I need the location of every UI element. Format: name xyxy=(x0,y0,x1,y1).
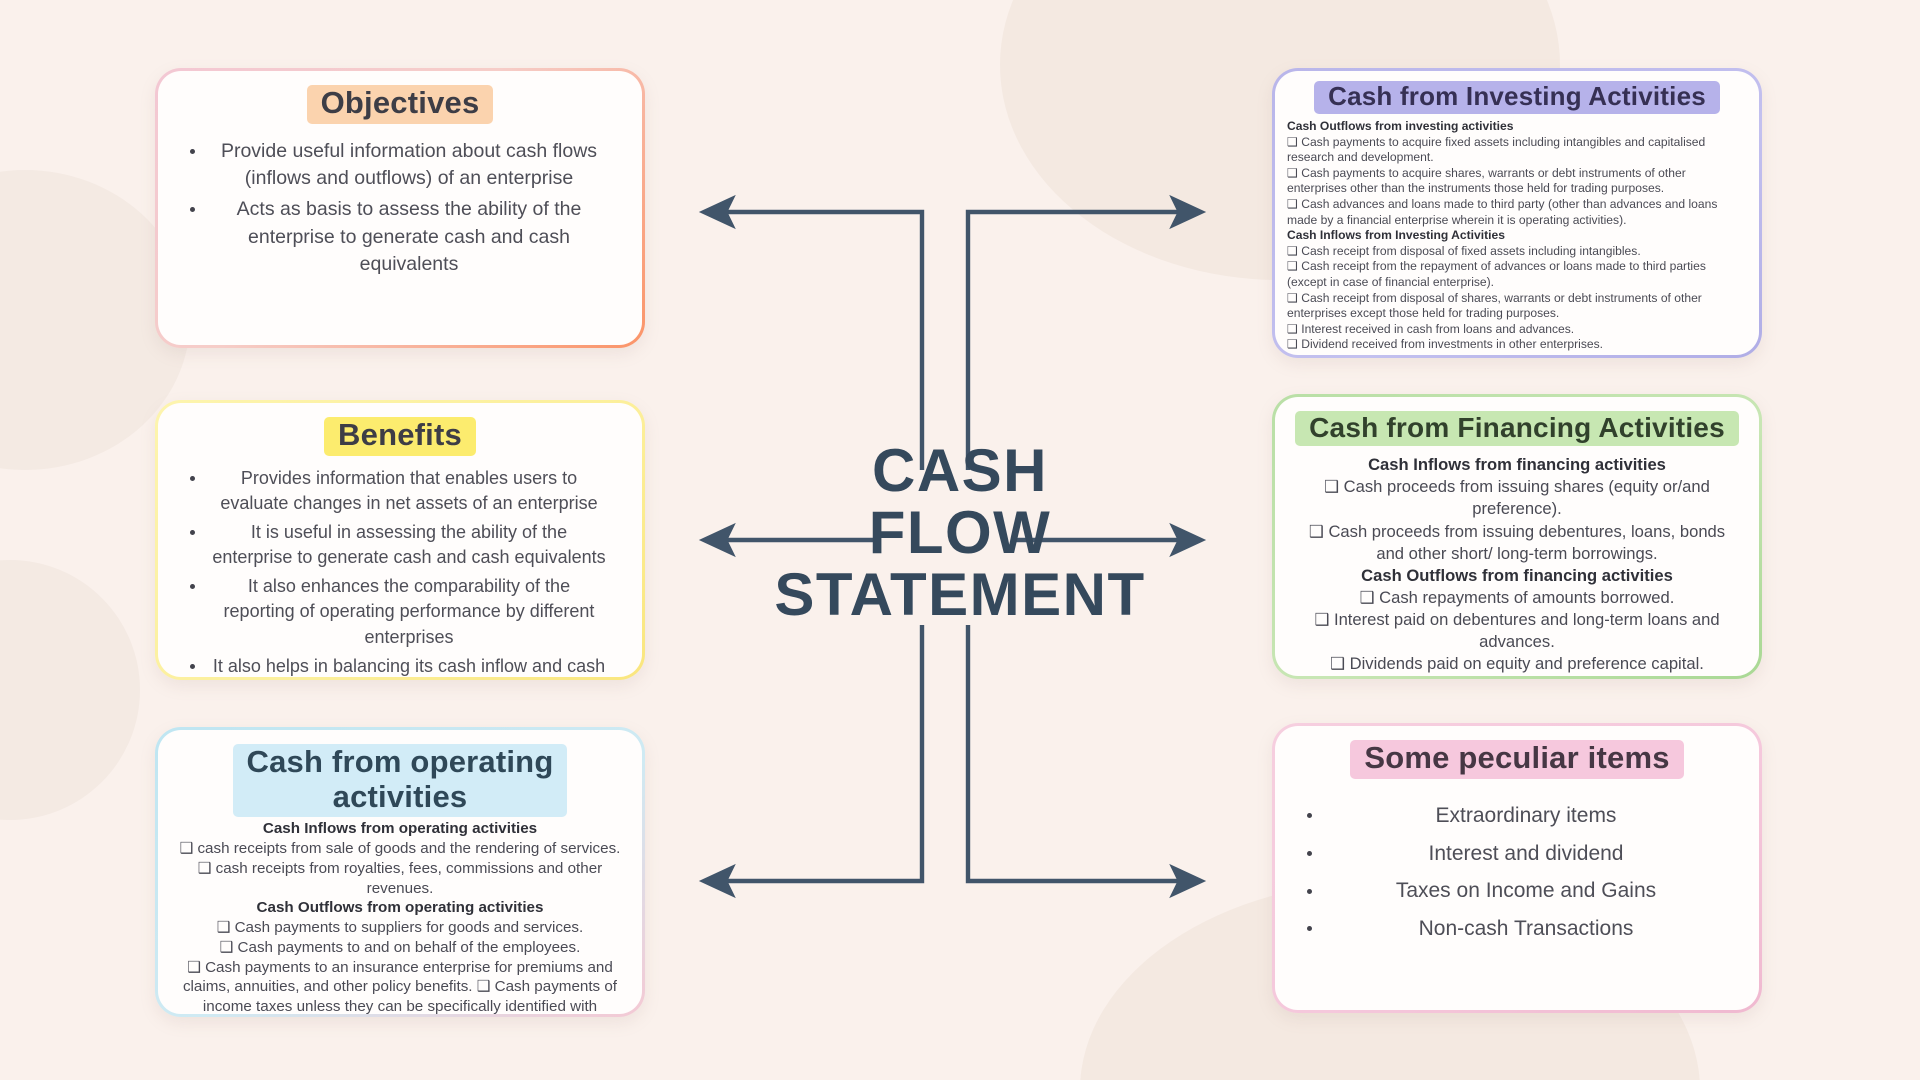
financing-inflow-item: ❑ Cash proceeds from issuing debentures,… xyxy=(1308,521,1726,563)
operating-inflow-item: ❑ cash receipts from royalties, fees, co… xyxy=(197,858,603,897)
card-objectives-list: Provide useful information about cash fl… xyxy=(176,138,624,282)
card-objectives-title: Objectives xyxy=(306,85,494,124)
center-title: CASH FLOW STATEMENT xyxy=(774,437,1146,628)
operating-outflow-item: ❑ Cash payments to an insurance enterpri… xyxy=(182,957,618,1014)
bullet-glyph: ❑ xyxy=(219,937,234,956)
list-item: Acts as basis to assess the ability of t… xyxy=(176,196,624,279)
card-benefits[interactable]: Benefits Provides information that enabl… xyxy=(155,400,645,680)
card-financing-activities[interactable]: Cash from Financing Activities Cash Infl… xyxy=(1272,394,1762,679)
financing-outflow-item: ❑ Interest paid on debentures and long-t… xyxy=(1314,609,1720,651)
investing-outflow-item: ❑ Cash advances and loans made to third … xyxy=(1287,197,1718,227)
bullet-glyph: ❑ xyxy=(216,918,231,937)
card-financing-body: Cash Inflows from financing activities ❑… xyxy=(1293,454,1741,675)
operating-inflow-item: ❑ cash receipts from sale of goods and t… xyxy=(179,839,621,858)
bullet-glyph: ❑ xyxy=(1287,321,1298,336)
bullet-glyph: ❑ xyxy=(1287,243,1298,258)
financing-inflow-heading: Cash Inflows from financing activities xyxy=(1368,455,1666,475)
bullet-glyph: ❑ xyxy=(476,977,491,996)
investing-outflow-item: ❑ Cash payments to acquire shares, warra… xyxy=(1287,165,1686,196)
bullet-glyph: ❑ xyxy=(1324,477,1340,497)
financing-outflow-item: ❑ Dividends paid on equity and preferenc… xyxy=(1330,653,1704,673)
bullet-glyph: ❑ xyxy=(1287,165,1298,180)
arrow-top-right xyxy=(965,194,1207,470)
list-item: It also helps in balancing its cash infl… xyxy=(176,654,624,677)
bullet-glyph: ❑ xyxy=(179,839,194,858)
investing-inflow-item: ❑ Cash receipt from disposal of shares, … xyxy=(1287,290,1702,321)
card-investing-activities[interactable]: Cash from Investing Activities Cash Outf… xyxy=(1272,68,1762,358)
financing-inflow-item: ❑ Cash proceeds from issuing shares (equ… xyxy=(1324,477,1710,519)
investing-inflow-item: ❑ Cash receipt from disposal of fixed as… xyxy=(1287,243,1641,258)
operating-outflow-item: ❑ Cash payments to suppliers for goods a… xyxy=(216,918,584,937)
card-operating-activities[interactable]: Cash from operating activities Cash Infl… xyxy=(155,727,645,1017)
arrow-top-left xyxy=(698,194,925,470)
operating-outflow-item: ❑ Cash payments to and on behalf of the … xyxy=(219,937,581,956)
investing-inflow-heading: Cash Inflows from Investing Activities xyxy=(1287,228,1505,243)
bullet-glyph: ❑ xyxy=(1314,609,1330,629)
arrow-bottom-left xyxy=(698,625,925,899)
financing-outflow-item: ❑ Cash repayments of amounts borrowed. xyxy=(1359,587,1675,607)
list-item: Interest and dividend xyxy=(1293,839,1741,869)
list-item: Non-cash Transactions xyxy=(1293,914,1741,944)
list-item: It also enhances the comparability of th… xyxy=(176,574,624,651)
bullet-glyph: ❑ xyxy=(1287,337,1298,352)
list-item: Taxes on Income and Gains xyxy=(1293,876,1741,906)
card-investing-body: Cash Outflows from investing activities … xyxy=(1287,119,1747,353)
bullet-glyph: ❑ xyxy=(1287,290,1298,305)
arrow-bottom-right xyxy=(965,625,1207,899)
bullet-glyph: ❑ xyxy=(1287,259,1298,274)
card-operating-title: Cash from operating activities xyxy=(232,744,568,818)
list-item: Provides information that enables users … xyxy=(176,466,624,517)
bullet-glyph: ❑ xyxy=(1330,653,1346,673)
investing-inflow-item: ❑ Cash receipt from the repayment of adv… xyxy=(1287,259,1706,290)
card-investing-title: Cash from Investing Activities xyxy=(1314,81,1720,115)
bullet-glyph: ❑ xyxy=(1359,587,1375,607)
bullet-glyph: ❑ xyxy=(187,957,201,976)
bullet-glyph: ❑ xyxy=(1287,197,1298,212)
list-item: Extraordinary items xyxy=(1293,801,1741,831)
card-benefits-title: Benefits xyxy=(324,417,476,456)
bullet-glyph: ❑ xyxy=(1287,134,1298,149)
card-financing-title: Cash from Financing Activities xyxy=(1295,411,1739,447)
bullet-glyph: ❑ xyxy=(1308,521,1324,541)
card-peculiar-title: Some peculiar items xyxy=(1350,740,1684,779)
card-peculiar-items[interactable]: Some peculiar items Extraordinary items … xyxy=(1272,723,1762,1013)
card-peculiar-list: Extraordinary items Interest and dividen… xyxy=(1293,801,1741,952)
operating-inflow-heading: Cash Inflows from operating activities xyxy=(262,820,538,838)
investing-outflow-item: ❑ Cash payments to acquire fixed assets … xyxy=(1287,134,1706,165)
bullet-glyph: ❑ xyxy=(197,858,212,877)
investing-outflow-heading: Cash Outflows from investing activities xyxy=(1287,119,1514,134)
operating-outflow-heading: Cash Outflows from operating activities xyxy=(256,899,544,917)
card-benefits-list: Provides information that enables users … xyxy=(176,466,624,677)
investing-inflow-item: ❑ Dividend received from investments in … xyxy=(1287,337,1604,352)
investing-inflow-item: ❑ Interest received in cash from loans a… xyxy=(1287,321,1575,336)
card-operating-body: Cash Inflows from operating activities ❑… xyxy=(176,819,624,1014)
card-objectives[interactable]: Objectives Provide useful information ab… xyxy=(155,68,645,348)
financing-outflow-heading: Cash Outflows from financing activities xyxy=(1361,565,1673,585)
list-item: It is useful in assessing the ability of… xyxy=(176,520,624,571)
list-item: Provide useful information about cash fl… xyxy=(176,138,624,193)
